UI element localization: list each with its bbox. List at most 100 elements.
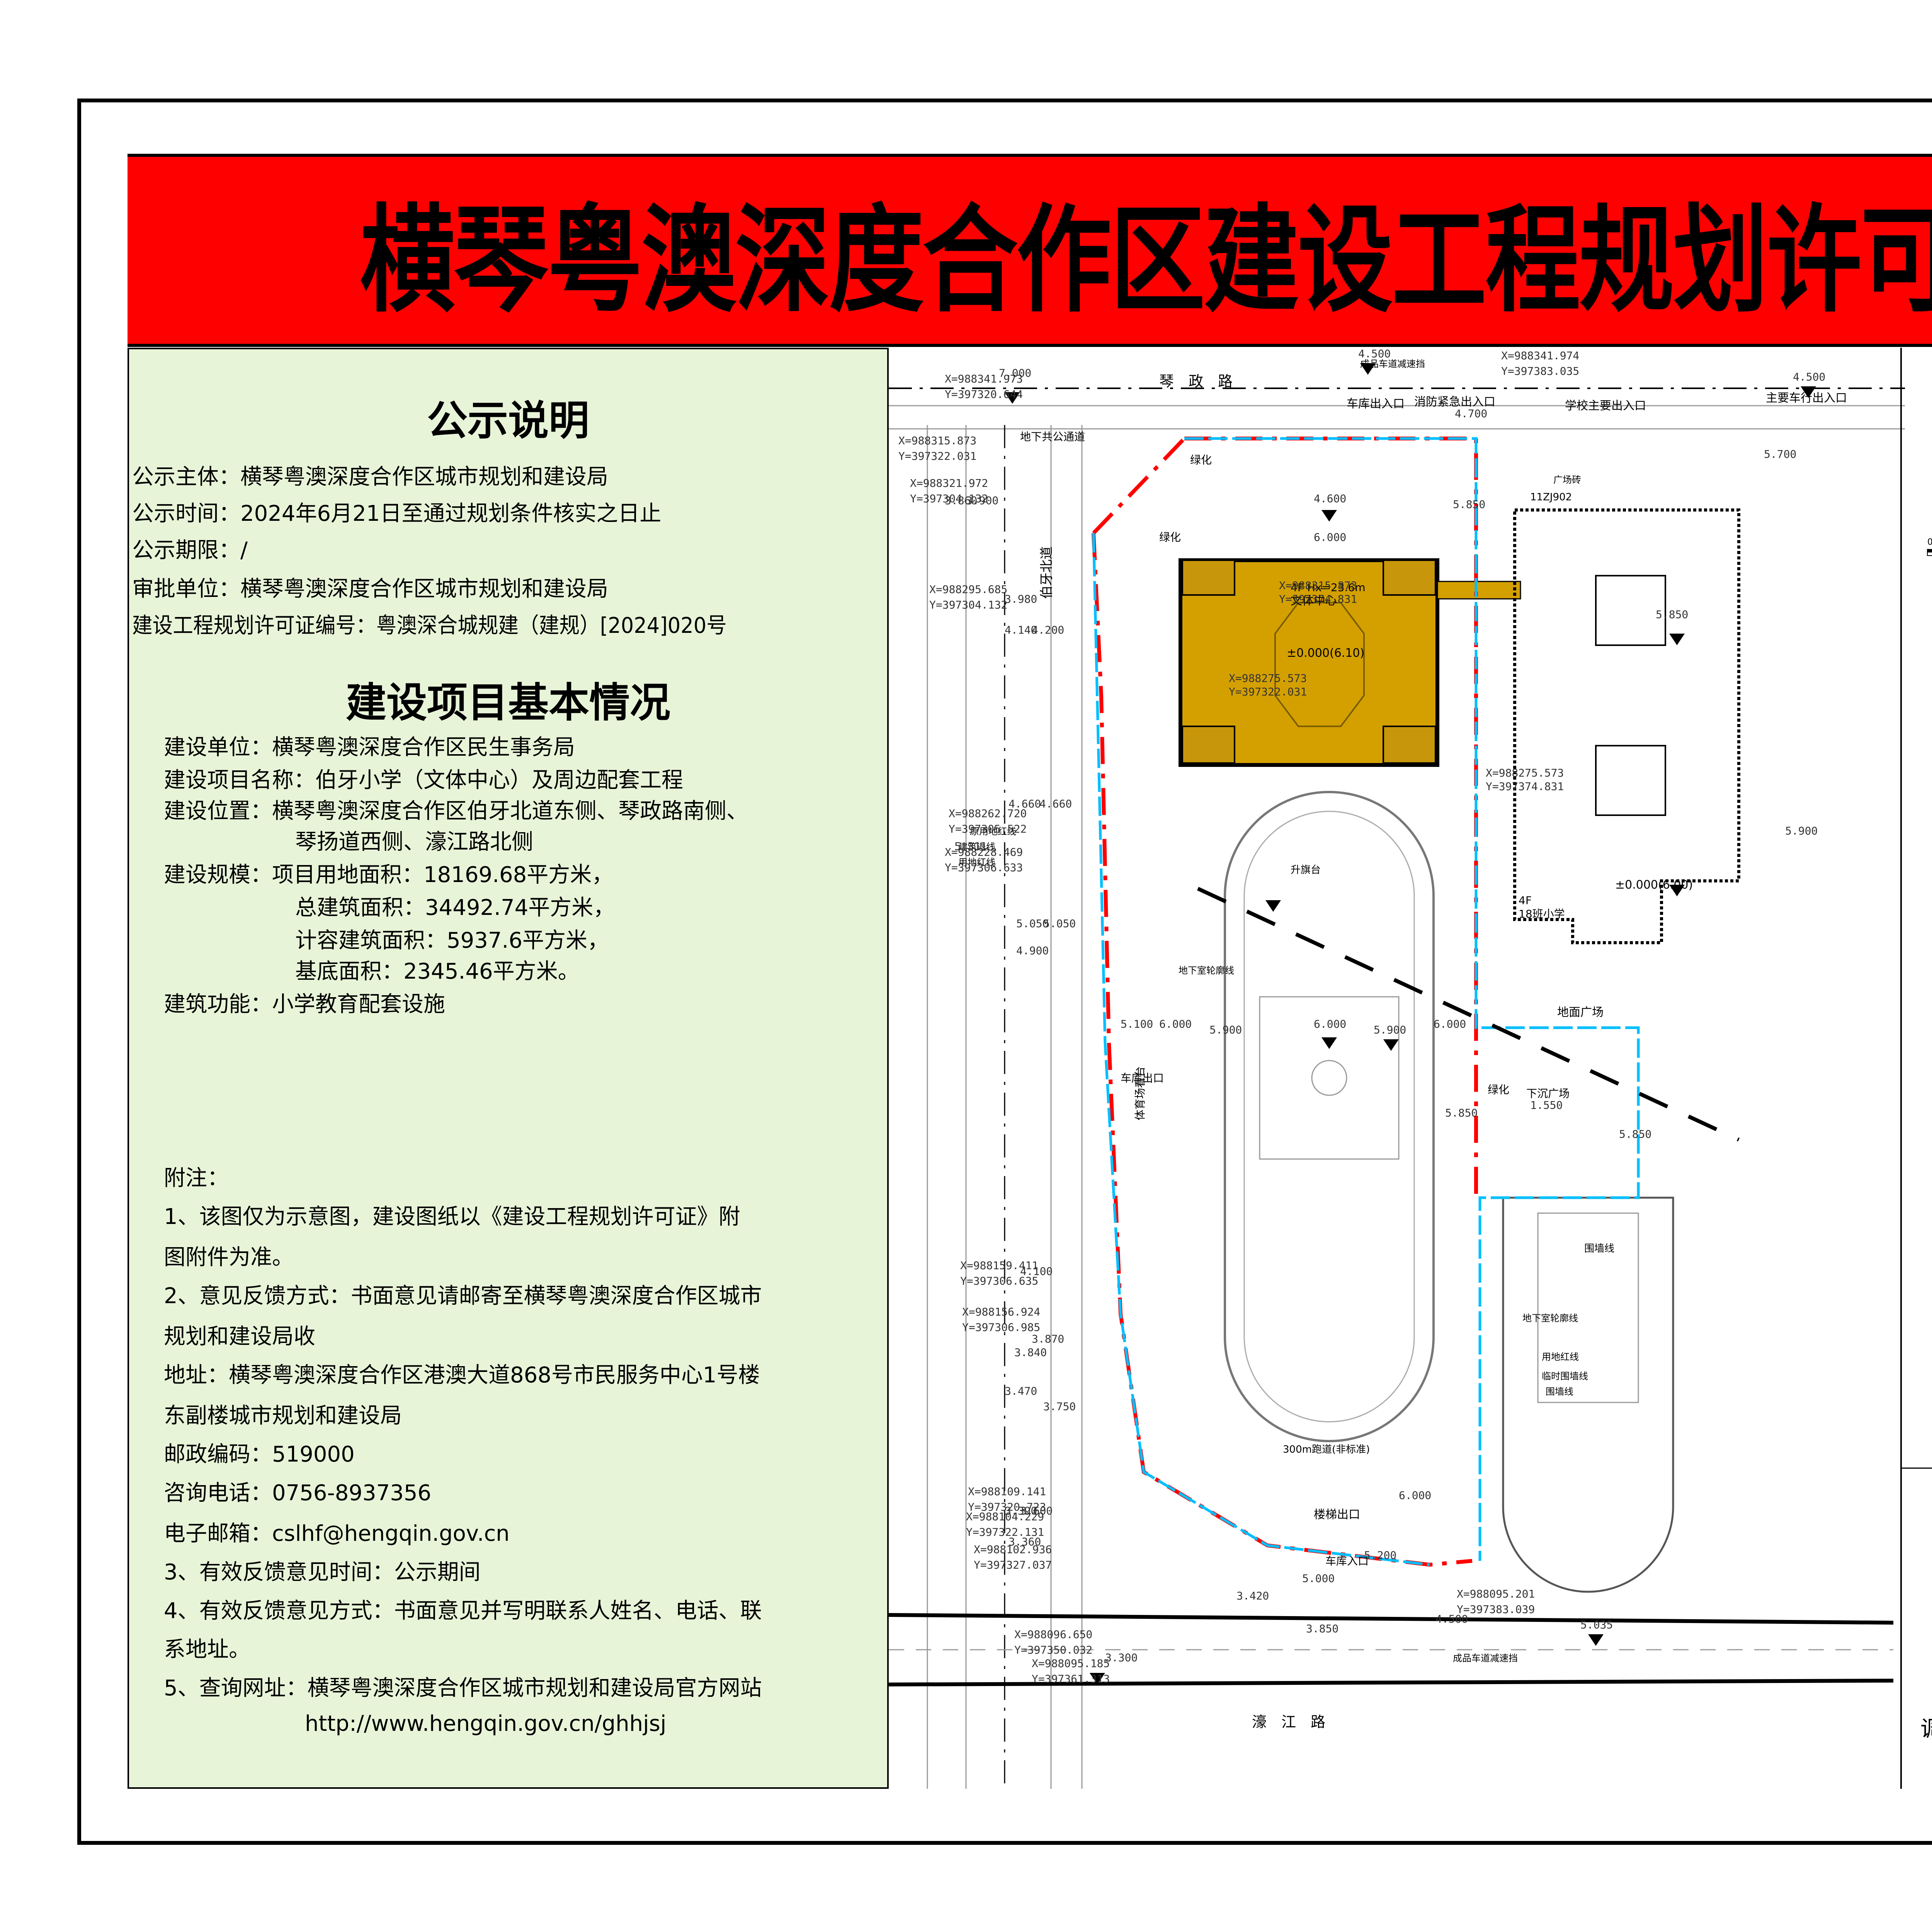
svg-text:Y=397374.831: Y=397374.831	[1279, 593, 1357, 605]
project-line: 建设单位：横琴粤澳深度合作区民生事务局	[164, 735, 575, 760]
svg-text:围墙线: 围墙线	[1584, 1243, 1614, 1254]
svg-text:5.100: 5.100	[1121, 1018, 1153, 1030]
project-line: 建筑功能：小学教育配套设施	[164, 992, 445, 1017]
svg-text:X=988275.573: X=988275.573	[1486, 767, 1564, 779]
road-north-label: 琴 政 路	[1159, 373, 1233, 390]
website-link[interactable]: http://www.hengqin.gov.cn/ghhjsj	[305, 1711, 667, 1736]
svg-text:体育场看台: 体育场看台	[1134, 1066, 1146, 1120]
svg-text:5.700: 5.700	[1764, 448, 1796, 461]
svg-text:Y=397304.132: Y=397304.132	[929, 598, 1007, 611]
svg-text:Y=397350.032: Y=397350.032	[1014, 1644, 1092, 1656]
svg-text:5.850: 5.850	[1453, 498, 1485, 511]
svg-text:3.870: 3.870	[1032, 1333, 1064, 1345]
project-line: 建设项目名称：伯牙小学（文体中心）及周边配套工程	[164, 768, 683, 793]
svg-text:成品车道减速挡: 成品车道减速挡	[1360, 359, 1425, 369]
notes-heading: 附注：	[164, 1166, 229, 1191]
svg-text:5.900: 5.900	[1785, 824, 1818, 837]
svg-text:Y=397327.037: Y=397327.037	[974, 1559, 1052, 1571]
svg-text:5.200: 5.200	[1364, 1549, 1396, 1562]
svg-text:Y=397320.644: Y=397320.644	[945, 388, 1023, 401]
svg-text:5.900: 5.900	[1209, 1023, 1242, 1036]
notice-line: 公示主体：横琴粤澳深度合作区城市规划和建设局	[132, 464, 608, 490]
site-plan-drawing: 琴 政 路 车库出入口 消防紧急出入口 学校主要出入口 主要车行出入口 地下共公…	[889, 348, 1932, 1789]
svg-text:3.840: 3.840	[1014, 1346, 1047, 1359]
svg-text:Y=397322.031: Y=397322.031	[898, 450, 976, 462]
svg-text:文体中心: 文体中心	[1291, 594, 1337, 608]
svg-text:3.900: 3.900	[966, 494, 998, 507]
svg-text:车库入口: 车库入口	[1325, 1555, 1369, 1567]
phone: 咨询电话：0756-8937356	[164, 1480, 432, 1506]
svg-text:Y=397361.313: Y=397361.313	[1032, 1673, 1110, 1685]
note-line: 系地址。	[164, 1637, 250, 1662]
svg-text:Y=397306.633: Y=397306.633	[945, 861, 1023, 874]
project-line: 建设规模：项目用地面积：18169.68平方米，	[164, 862, 614, 887]
svg-text:4.900: 4.900	[1016, 944, 1049, 957]
svg-text:绿化: 绿化	[1190, 454, 1212, 466]
notice-line: 公示期限：/	[132, 538, 248, 563]
svg-text:X=988315.873: X=988315.873	[898, 434, 976, 447]
note-line: 图附件为准。	[164, 1245, 294, 1270]
project-line: 基底面积：2345.46平方米。	[295, 959, 580, 984]
svg-text:4.500: 4.500	[1793, 371, 1825, 383]
svg-text:4.500: 4.500	[1358, 348, 1391, 360]
svg-text:X=988321.972: X=988321.972	[910, 477, 988, 490]
info-panel: 公示说明 公示主体：横琴粤澳深度合作区城市规划和建设局 公示时间：2024年6月…	[128, 348, 889, 1789]
svg-text:3.980: 3.980	[1005, 593, 1037, 605]
svg-text:4.660: 4.660	[1009, 797, 1041, 810]
banner-title: 横琴粤澳深度合作区建设工程规划许可批后公告	[360, 193, 1932, 328]
svg-text:X=988102.936: X=988102.936	[974, 1543, 1052, 1556]
svg-text:地下室轮廓线: 地下室轮廓线	[1179, 965, 1234, 976]
svg-text:Y=397383.039: Y=397383.039	[1457, 1603, 1535, 1616]
svg-text:3.850: 3.850	[1306, 1622, 1338, 1635]
svg-text:X=988341.974: X=988341.974	[1501, 349, 1579, 362]
email-link[interactable]: 电子邮箱：cslhf@hengqin.gov.cn	[164, 1521, 510, 1546]
svg-text:升旗台: 升旗台	[1291, 864, 1321, 876]
svg-text:绿化: 绿化	[1159, 531, 1181, 544]
svg-text:X=988295.685: X=988295.685	[929, 583, 1007, 596]
svg-text:车库出口: 车库出口	[1121, 1072, 1164, 1084]
svg-text:车库出入口: 车库出入口	[1347, 397, 1405, 411]
svg-text:4.600: 4.600	[1314, 492, 1346, 505]
svg-text:广场砖: 广场砖	[1553, 474, 1581, 485]
road-west-label: 伯牙北道	[1039, 546, 1054, 599]
road-south-label: 濠 江 路	[1252, 1713, 1325, 1730]
address-line: 东副楼城市规划和建设局	[164, 1403, 402, 1428]
svg-text:4F Hx=23.6m: 4F Hx=23.6m	[1291, 581, 1366, 594]
svg-text:6.000: 6.000	[1434, 1018, 1466, 1030]
svg-text:4.660: 4.660	[1039, 797, 1072, 810]
svg-text:5.850: 5.850	[1445, 1107, 1478, 1119]
svg-text:±0.000(6.00): ±0.000(6.00)	[1615, 878, 1693, 892]
note-line: 规划和建设局收	[164, 1324, 315, 1349]
project-line: 计容建筑面积：5937.6平方米，	[295, 928, 609, 953]
svg-text:5.311: 5.311	[954, 840, 987, 853]
svg-text:X=988104.229: X=988104.229	[966, 1510, 1044, 1523]
note-line: 5、查询网址：横琴粤澳深度合作区城市规划和建设局官方网站	[164, 1676, 762, 1701]
svg-text:1.550: 1.550	[1530, 1099, 1563, 1112]
plan-caption: 调整后总平面图	[1920, 1712, 1932, 1743]
svg-text:3.470: 3.470	[1005, 1385, 1037, 1397]
svg-text:7.000: 7.000	[999, 367, 1031, 379]
svg-text:地下共公通道: 地下共公通道	[1020, 430, 1085, 443]
svg-text:地下室轮廓线: 地下室轮廓线	[1522, 1313, 1578, 1324]
svg-text:X=988275.573: X=988275.573	[1229, 672, 1307, 685]
svg-text:X=988096.650: X=988096.650	[1014, 1628, 1092, 1641]
svg-text:X=988109.141: X=988109.141	[968, 1485, 1046, 1498]
svg-text:4.500: 4.500	[1435, 1613, 1468, 1625]
svg-text:成品车道减速挡: 成品车道减速挡	[1453, 1653, 1518, 1664]
project-line: 总建筑面积：34492.74平方米，	[295, 895, 615, 920]
svg-text:3.600: 3.600	[1020, 1504, 1053, 1517]
project-line: 建设位置：横琴粤澳深度合作区伯牙北道东侧、琴政路南侧、	[164, 799, 748, 824]
svg-text:5.050: 5.050	[1016, 917, 1049, 930]
svg-text:5.900: 5.900	[1374, 1023, 1406, 1036]
note-line: 2、意见反馈方式：书面意见请邮寄至横琴粤澳深度合作区城市	[164, 1283, 762, 1309]
notice-line: 公示时间：2024年6月21日至通过规划条件核实之日止	[132, 501, 662, 526]
svg-text:Y=397320.723: Y=397320.723	[968, 1501, 1046, 1513]
svg-text:X=988315.873: X=988315.873	[1279, 579, 1357, 592]
svg-text:6.000: 6.000	[1399, 1489, 1431, 1502]
project-heading: 建设项目基本情况	[345, 679, 670, 726]
svg-text:5.850: 5.850	[1656, 608, 1688, 621]
svg-text:18班小学: 18班小学	[1519, 908, 1565, 920]
svg-text:5.050: 5.050	[1043, 917, 1076, 930]
note-line: 4、有效反馈意见方式：书面意见并写明联系人姓名、电话、联	[164, 1598, 762, 1623]
svg-text:X=988095.185: X=988095.185	[1032, 1657, 1110, 1670]
